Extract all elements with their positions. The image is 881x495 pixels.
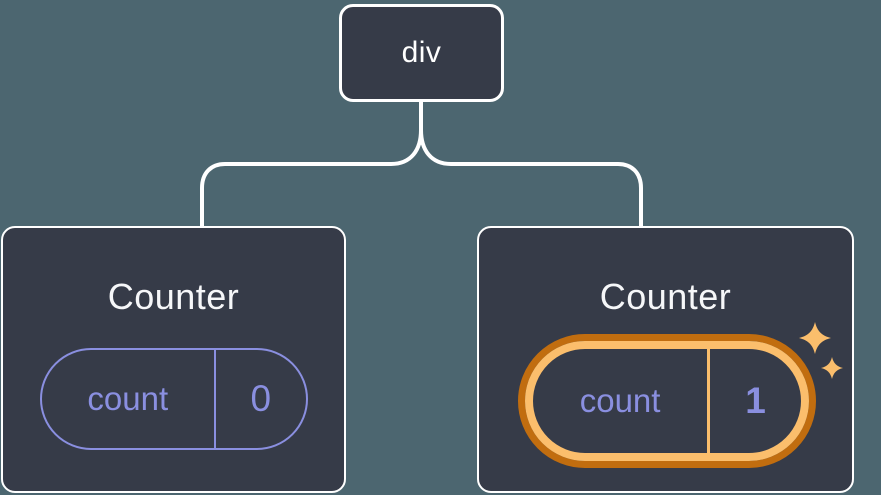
state-highlight-ring: count 1 [518, 334, 816, 468]
state-pill: count 0 [40, 348, 308, 450]
state-key-label: count [579, 382, 661, 419]
state-pill: count 1 [533, 349, 801, 453]
counter-card-right: Counter count 1 [477, 226, 854, 493]
connector-left-branch [200, 100, 423, 229]
state-highlight-ring-inner: count 1 [525, 341, 809, 461]
state-value: 0 [250, 378, 272, 419]
state-pill-divider [707, 349, 711, 453]
root-node-label: div [401, 36, 442, 69]
counter-title: Counter [107, 276, 240, 317]
counter-card-left: Counter count 0 [1, 226, 346, 493]
state-value: 1 [745, 380, 766, 421]
connector-right-branch [419, 100, 643, 229]
counter-title: Counter [599, 276, 732, 317]
state-pill-divider [213, 350, 216, 448]
state-key-label: count [87, 380, 169, 417]
sparkle-icon [799, 321, 831, 355]
sparkle-icon [821, 357, 843, 379]
root-node-div: div [339, 4, 504, 102]
